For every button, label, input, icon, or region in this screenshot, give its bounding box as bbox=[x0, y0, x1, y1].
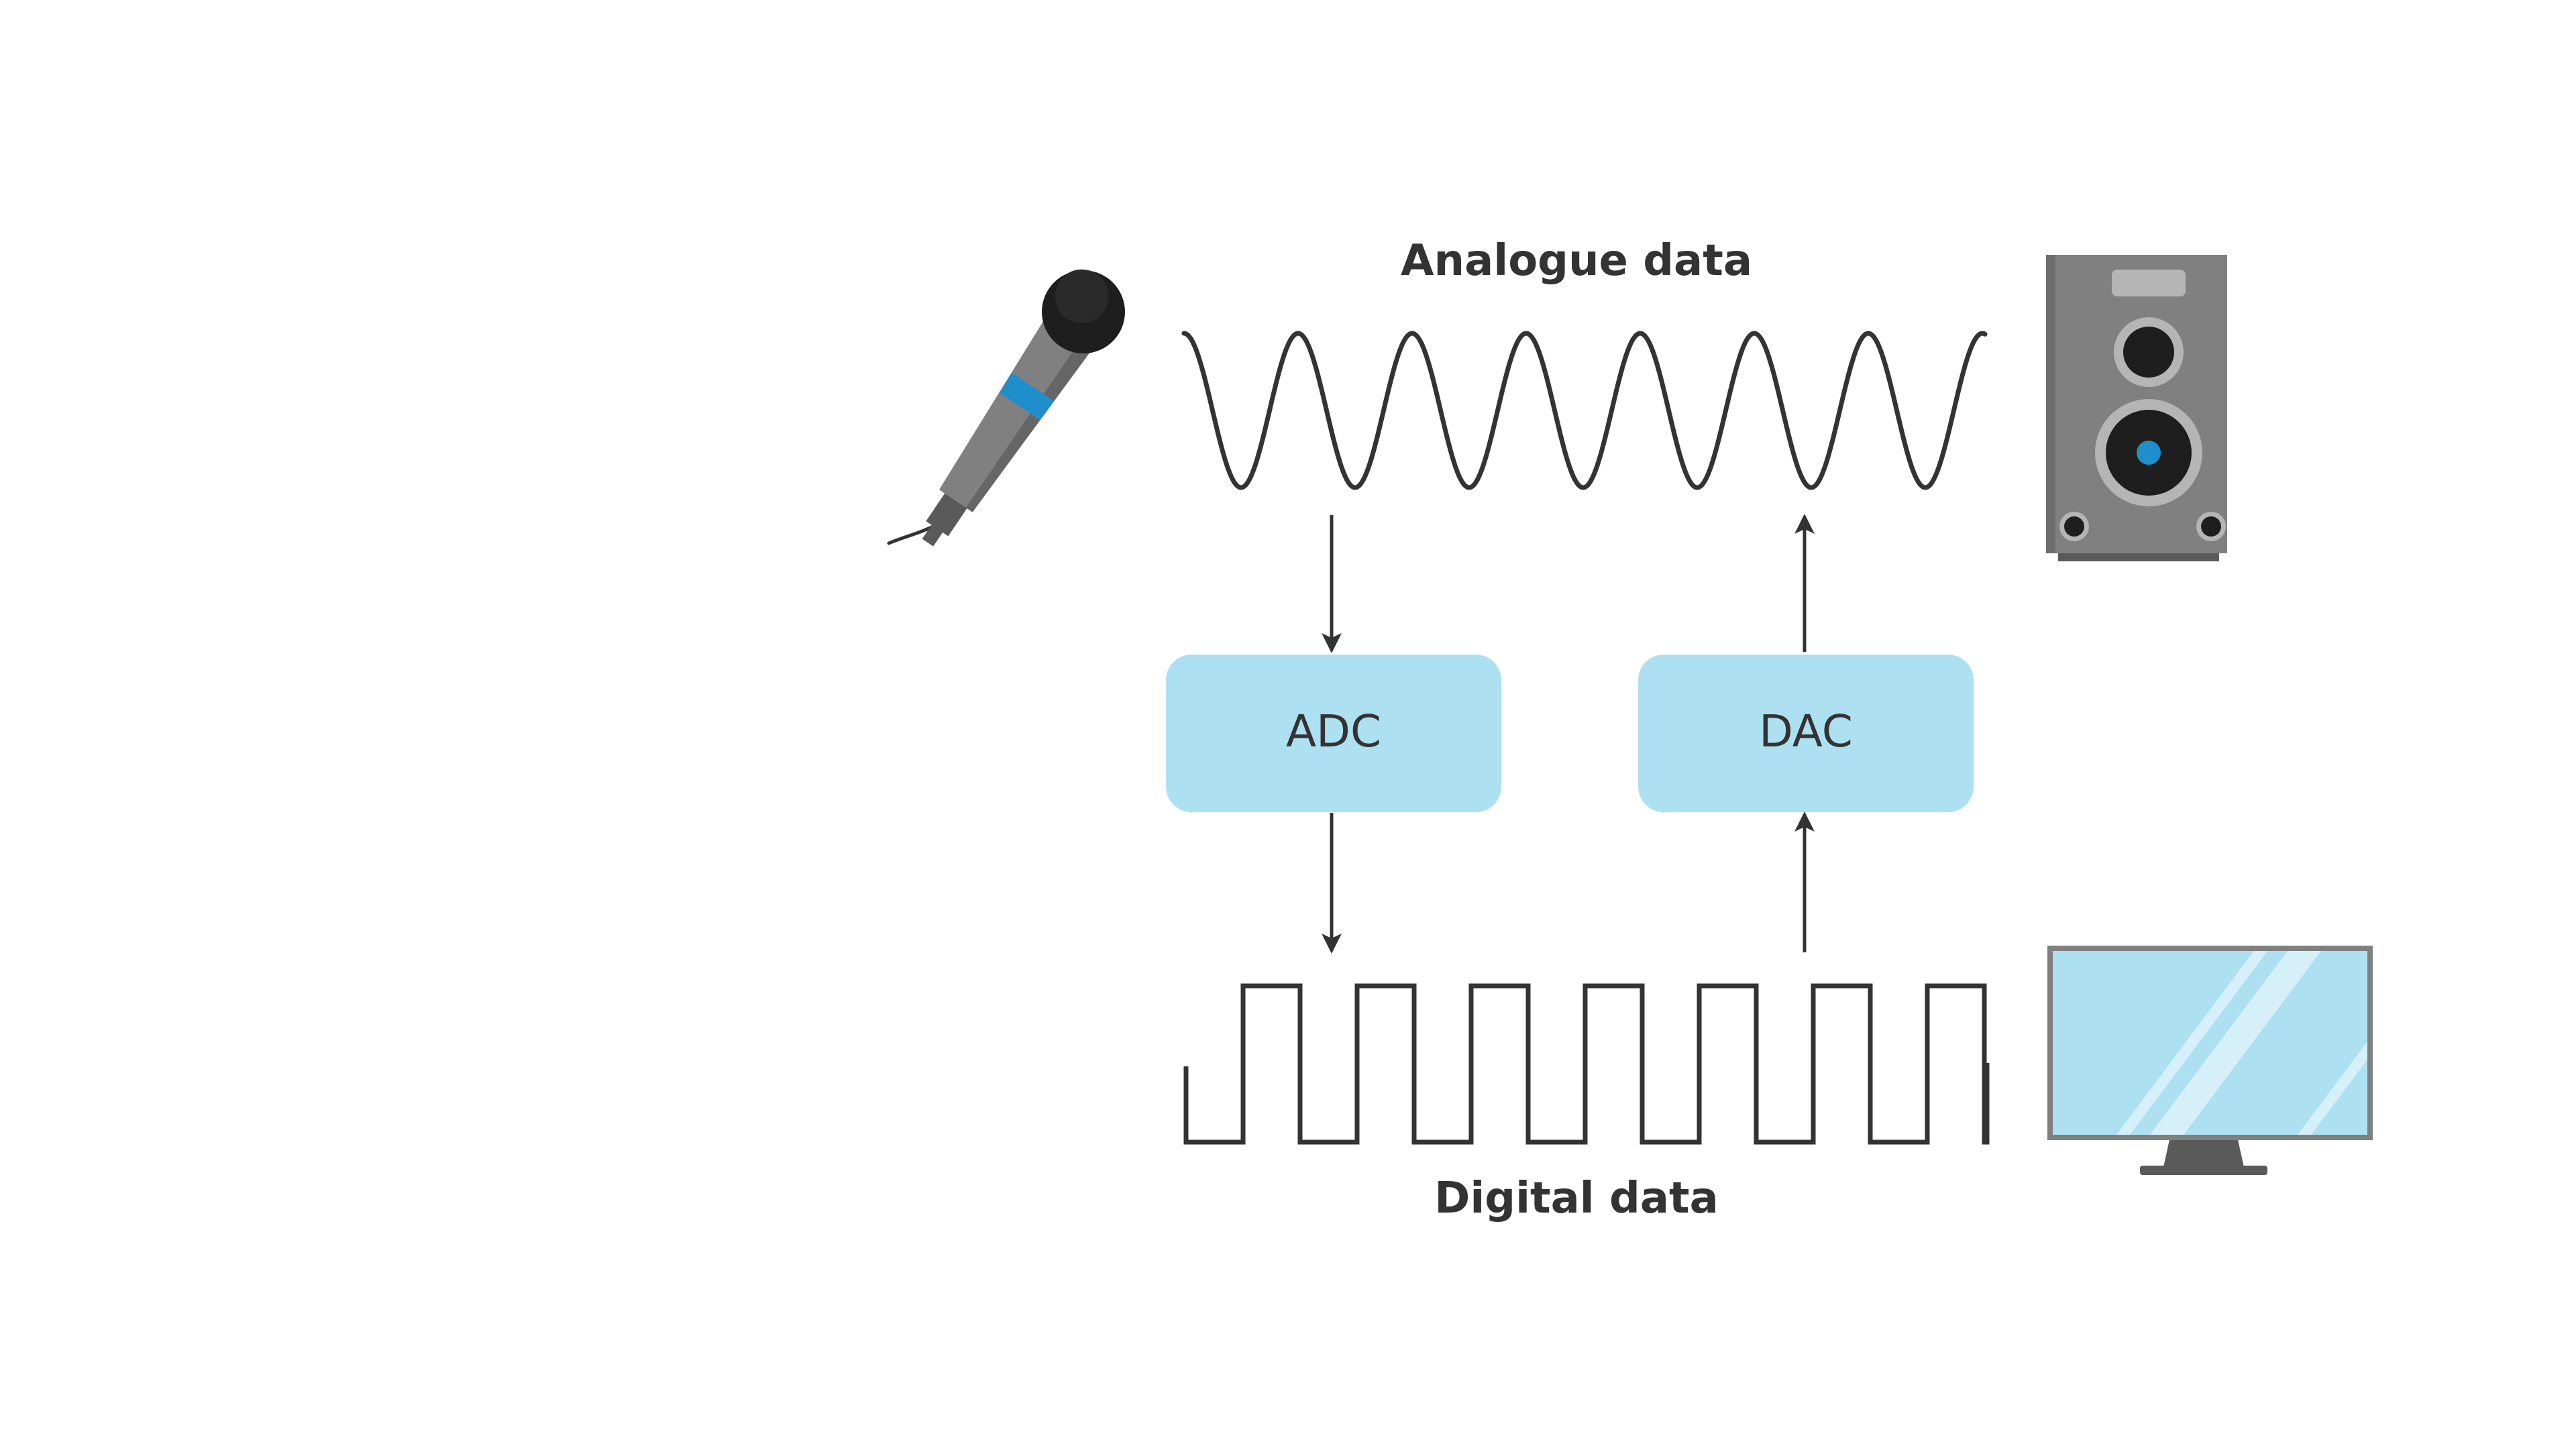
analogue-data-label: Analogue data bbox=[1401, 236, 1752, 286]
digital-square-wave bbox=[1183, 983, 1990, 1145]
dac-label: DAC bbox=[1759, 706, 1853, 757]
analogue-sine-wave bbox=[1181, 331, 1988, 490]
adc-box: ADC bbox=[1166, 655, 1501, 812]
dac-box: DAC bbox=[1638, 655, 1974, 812]
adc-label: ADC bbox=[1286, 706, 1381, 757]
microphone-icon bbox=[887, 269, 1125, 547]
digital-data-label: Digital data bbox=[1434, 1174, 1719, 1223]
speaker-icon bbox=[2046, 255, 2227, 561]
monitor-icon bbox=[2047, 946, 2373, 1175]
